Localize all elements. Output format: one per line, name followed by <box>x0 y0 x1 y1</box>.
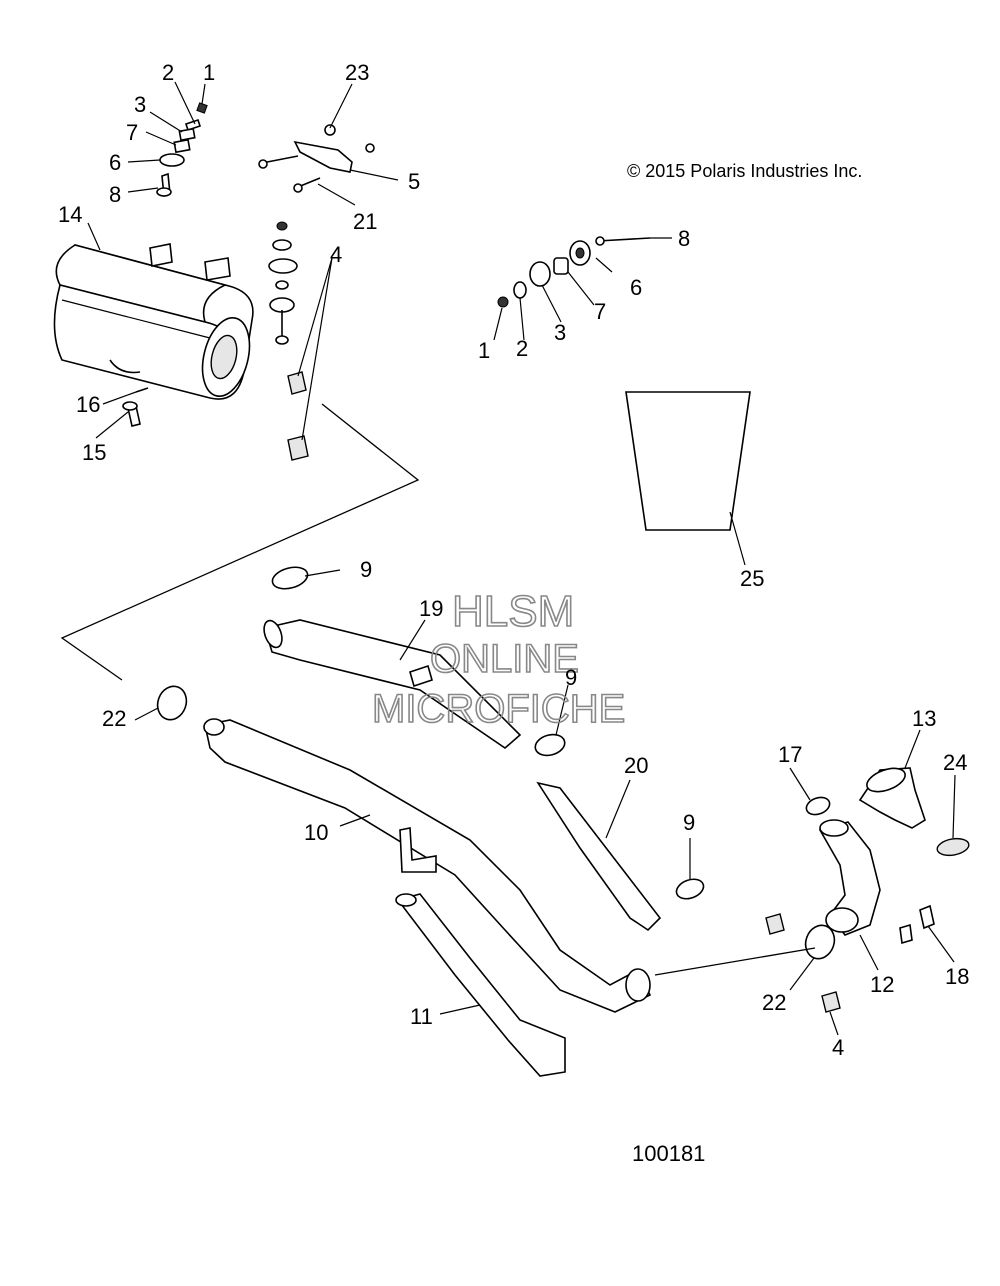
gasket-22-part[interactable] <box>153 682 191 724</box>
callout-2b: 2 <box>516 336 528 361</box>
callout-21: 21 <box>353 209 377 234</box>
callout-14: 14 <box>58 202 82 227</box>
callout-1: 1 <box>203 60 215 85</box>
callout-6b: 6 <box>630 275 642 300</box>
mount-hardware-left[interactable] <box>156 102 208 198</box>
callout-23: 23 <box>345 60 369 85</box>
callout-20: 20 <box>624 753 648 778</box>
callout-9c: 9 <box>683 810 695 835</box>
callout-18: 18 <box>945 964 969 989</box>
bracket-part[interactable] <box>258 124 375 193</box>
callout-25: 25 <box>740 566 764 591</box>
bolt-15[interactable] <box>122 387 149 427</box>
callout-2: 2 <box>162 60 174 85</box>
head-pipe-10-part[interactable] <box>203 718 652 1013</box>
callout-16: 16 <box>76 392 100 417</box>
callout-3: 3 <box>134 92 146 117</box>
heat-shield-19-part[interactable] <box>261 618 522 750</box>
callout-19: 19 <box>419 596 443 621</box>
drawing-number: 100181 <box>632 1141 705 1166</box>
label-25-part[interactable] <box>625 391 751 531</box>
flange-13-part[interactable] <box>858 764 926 829</box>
gasket-22b-part[interactable] <box>801 921 839 963</box>
rubber-mount-stack[interactable] <box>268 221 298 345</box>
callout-8b: 8 <box>678 226 690 251</box>
callout-4a: 4 <box>330 242 342 267</box>
watermark-line1: HLSM <box>452 587 574 636</box>
callout-24: 24 <box>943 750 967 775</box>
callout-17: 17 <box>778 742 802 767</box>
callout-11: 11 <box>410 1004 433 1029</box>
callout-1b: 1 <box>478 338 490 363</box>
spring-part[interactable] <box>287 371 841 1013</box>
clamp-part[interactable] <box>270 564 706 903</box>
ring-17-part[interactable] <box>804 794 832 817</box>
callout-10: 10 <box>304 820 328 845</box>
leader-lines <box>87 81 956 1036</box>
callout-7: 7 <box>126 120 138 145</box>
callout-7b: 7 <box>594 299 606 324</box>
copyright-text: © 2015 Polaris Industries Inc. <box>627 161 862 181</box>
heat-shield-20-part[interactable] <box>536 781 662 932</box>
guide-line-joint <box>654 947 816 976</box>
callout-4b: 4 <box>832 1035 844 1060</box>
callout-22b: 22 <box>762 990 786 1015</box>
callout-6: 6 <box>109 150 121 175</box>
callout-9b: 9 <box>565 665 577 690</box>
callout-5: 5 <box>408 169 420 194</box>
callout-15: 15 <box>82 440 106 465</box>
elbow-12-part[interactable] <box>818 819 881 936</box>
callout-9a: 9 <box>360 557 372 582</box>
callout-12: 12 <box>870 972 894 997</box>
watermark: HLSM ONLINE MICROFICHE <box>371 586 626 732</box>
guide-line-muffler <box>60 403 420 681</box>
watermark-line2: ONLINE <box>430 637 579 681</box>
cap-24-part[interactable] <box>936 836 970 857</box>
watermark-line3: MICROFICHE <box>372 687 625 731</box>
callout-8: 8 <box>109 182 121 207</box>
callout-labels: 1 2 3 7 6 8 23 5 21 14 4 16 15 8 6 7 1 2… <box>58 60 969 1060</box>
bolts-18-part[interactable] <box>899 904 935 945</box>
mount-hardware-right[interactable] <box>497 236 651 308</box>
pipe-11-part[interactable] <box>395 893 566 1077</box>
callout-22a: 22 <box>102 706 126 731</box>
callout-3b: 3 <box>554 320 566 345</box>
callout-13: 13 <box>912 706 936 731</box>
muffler-part[interactable] <box>53 243 257 401</box>
